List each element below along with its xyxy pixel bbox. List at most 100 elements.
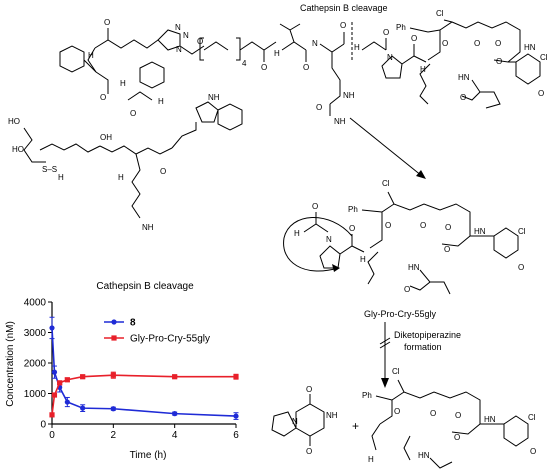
reaction-arrow bbox=[379, 322, 391, 388]
atom-nh: H bbox=[158, 97, 164, 106]
atom-oh: OH bbox=[100, 133, 112, 142]
reaction-arrow bbox=[349, 117, 426, 179]
atom-o: O bbox=[495, 39, 501, 48]
atom-o: O bbox=[430, 409, 436, 418]
atom-nh: H bbox=[58, 173, 64, 182]
atom-nh: NH bbox=[343, 91, 355, 100]
atom-o: O bbox=[530, 447, 536, 456]
atom-o: O bbox=[518, 263, 524, 272]
series-line bbox=[51, 374, 236, 415]
atom-n: N bbox=[312, 39, 318, 48]
legend-label: 8 bbox=[130, 318, 136, 329]
diketopiperazine-structure: O O NH N bbox=[271, 385, 338, 456]
atom-o: O bbox=[442, 39, 448, 48]
atom-n: N bbox=[176, 45, 182, 54]
conjugate-structure: O N N N O 4 O H O N NH O NH O H bbox=[8, 9, 548, 232]
atom-o: O bbox=[104, 18, 110, 27]
atom-o: O bbox=[404, 285, 410, 294]
atom-h2n: H bbox=[368, 455, 374, 464]
atom-o: O bbox=[411, 34, 417, 43]
atom-o: O bbox=[474, 39, 480, 48]
plus-sign: + bbox=[352, 419, 359, 433]
data-point bbox=[49, 325, 55, 331]
atom-o: O bbox=[100, 93, 106, 102]
atom-o: O bbox=[496, 57, 502, 66]
atom-ho: HO bbox=[8, 117, 20, 126]
atom-o: O bbox=[444, 245, 450, 254]
cleavage-site-label: Cathepsin B cleavage bbox=[300, 3, 388, 13]
atom-nh: NH bbox=[208, 93, 220, 102]
legend-label: Gly-Pro-Cry-55gly bbox=[130, 334, 210, 345]
atom-cl: Cl bbox=[540, 53, 548, 62]
chart-title: Cathepsin B cleavage bbox=[96, 281, 194, 292]
atom-ho: HO bbox=[12, 145, 24, 154]
y-tick-label: 1000 bbox=[24, 389, 47, 400]
y-axis-label: Concentration (nM) bbox=[5, 321, 16, 407]
atom-nh: H bbox=[88, 51, 94, 60]
atom-o: O bbox=[340, 21, 346, 30]
legend-marker bbox=[111, 335, 117, 341]
atom-o: O bbox=[316, 103, 322, 112]
atom-o: O bbox=[538, 89, 544, 98]
atom-n: N bbox=[326, 235, 332, 244]
atom-o: O bbox=[420, 221, 426, 230]
atom-o: O bbox=[261, 63, 267, 72]
atom-cl: Cl bbox=[382, 179, 390, 188]
data-point bbox=[64, 399, 70, 405]
data-point bbox=[172, 374, 178, 380]
atom-o: O bbox=[383, 28, 389, 37]
atom-hn: HN bbox=[524, 43, 536, 52]
atom-nh: H bbox=[360, 255, 366, 264]
x-axis-label: Time (h) bbox=[130, 450, 167, 461]
y-tick-label: 2000 bbox=[24, 359, 47, 370]
atom-cl: Cl bbox=[528, 413, 536, 422]
data-point bbox=[49, 412, 55, 418]
data-point bbox=[80, 374, 86, 380]
atom-hn: HN bbox=[418, 451, 430, 460]
data-point bbox=[51, 392, 58, 398]
atom-o: O bbox=[460, 93, 466, 102]
atom-ph: Ph bbox=[348, 205, 358, 214]
atom-ph: Ph bbox=[362, 391, 372, 400]
series-line bbox=[51, 327, 237, 417]
intermediate-structure: H O N O H Cl Ph O O O O HN HN O Cl O bbox=[283, 179, 526, 295]
atom-nh: H bbox=[118, 173, 124, 182]
atom-s: S–S bbox=[42, 165, 57, 174]
atom-hn: HN bbox=[458, 73, 470, 82]
atom-cl: Cl bbox=[436, 9, 444, 18]
x-tick-label: 2 bbox=[111, 430, 117, 441]
atom-o: O bbox=[312, 202, 318, 211]
x-tick-label: 4 bbox=[172, 430, 178, 441]
atom-nh: H bbox=[420, 65, 426, 74]
atom-hn: HN bbox=[408, 263, 420, 272]
data-point bbox=[233, 413, 239, 419]
data-point bbox=[80, 405, 86, 411]
legend-marker bbox=[111, 319, 117, 325]
atom-n: N bbox=[183, 31, 189, 40]
atom-nh: H bbox=[274, 49, 280, 58]
atom-n: N bbox=[292, 417, 298, 426]
data-point bbox=[233, 374, 239, 380]
atom-hn: HN bbox=[484, 415, 496, 424]
product-structure: Cl Ph O O O O HN HN H Cl O bbox=[362, 367, 536, 469]
step-label: formation bbox=[404, 342, 442, 352]
atom-cl: Cl bbox=[392, 367, 400, 376]
atom-h2n: H bbox=[294, 229, 300, 238]
atom-nh: NH bbox=[326, 411, 338, 420]
y-tick-label: 4000 bbox=[24, 298, 47, 309]
atom-ph: Ph bbox=[396, 23, 406, 32]
atom-o: O bbox=[306, 447, 312, 456]
x-tick-label: 6 bbox=[233, 430, 239, 441]
atom-nh2: NH bbox=[142, 223, 154, 232]
y-tick-label: 0 bbox=[40, 420, 46, 431]
intermediate-label: Gly-Pro-Cry-55gly bbox=[364, 309, 437, 319]
atom-o: O bbox=[303, 63, 309, 72]
atom-nh: H bbox=[120, 79, 126, 88]
kinetics-chart: Cathepsin B cleavage Concentration (nM) … bbox=[5, 281, 239, 461]
peg-repeat-count: 4 bbox=[242, 59, 247, 68]
data-point bbox=[57, 380, 63, 386]
atom-o: O bbox=[306, 385, 312, 394]
x-tick-label: 0 bbox=[49, 430, 55, 441]
